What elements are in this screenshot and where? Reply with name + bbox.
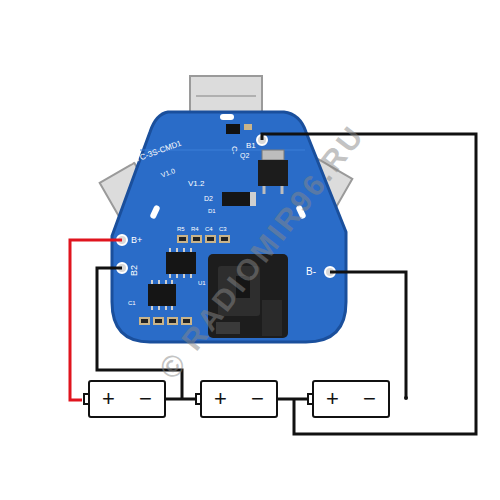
part-designator: C4: [205, 226, 213, 232]
battery-cell: +−: [200, 380, 278, 418]
board-marking: V1.0: [160, 167, 176, 179]
terminal-sign: −: [251, 388, 264, 410]
part-designator: R4: [191, 226, 199, 232]
smd-part: [226, 124, 240, 134]
solder-pad: [117, 135, 335, 277]
part-designator: U1: [198, 280, 206, 286]
pcb-board: [112, 112, 346, 342]
part-designator: Q2: [240, 152, 249, 159]
protection-ic: [166, 248, 196, 278]
terminal-sign: −: [139, 388, 152, 410]
watermark: © RADIOMIR96.RU: [154, 120, 370, 384]
part-designator: C1: [128, 300, 136, 306]
part-designator: D1: [208, 208, 216, 214]
board-marking: C-: [230, 146, 238, 154]
terminal-sign: +: [214, 388, 227, 410]
pad-name: B2: [130, 265, 139, 276]
part-designator: R5: [177, 226, 185, 232]
diode: [222, 192, 256, 206]
pad-name: B1: [246, 142, 256, 150]
wire-b1: [262, 134, 476, 434]
wire-b2: [97, 268, 182, 398]
mosfet: [258, 150, 288, 194]
board-marking: KXYC-3S-CMD1: [124, 140, 183, 168]
terminal-sign: −: [363, 388, 376, 410]
pad-name: B-: [306, 267, 316, 277]
mosfet-ic: [148, 280, 176, 310]
part-designator: C3: [219, 226, 227, 232]
terminal-sign: +: [326, 388, 339, 410]
part-designator: D2: [204, 195, 213, 202]
output-connector: [208, 254, 288, 338]
terminal-sign: +: [102, 388, 115, 410]
battery-cell: +−: [312, 380, 390, 418]
board-marking: V1.2: [188, 180, 204, 188]
battery-cell: +−: [88, 380, 166, 418]
mount-slot: [220, 114, 234, 120]
pad-name: B+: [131, 236, 142, 245]
